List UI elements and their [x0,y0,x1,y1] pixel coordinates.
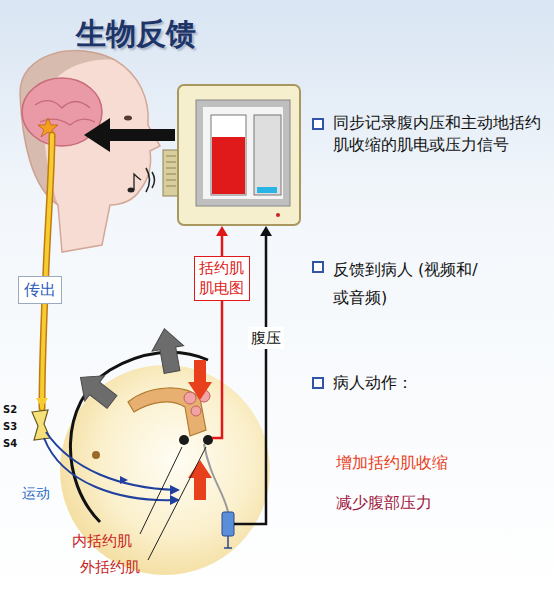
part-label: 外括约肌 [80,557,140,577]
slide-title: 生物反馈 [76,14,196,55]
motor-arrowhead [120,476,128,484]
gray-arrow [149,326,188,375]
brain-folds [35,101,95,125]
balloon-tip [224,536,232,548]
abdominal-wall [70,352,208,522]
emg-arrowhead [216,226,228,236]
red-arrow-shape [188,360,212,400]
signal-label: 腹压 [248,327,284,349]
motor-path [44,438,176,500]
sphincter-ring [179,435,189,445]
bullet [313,119,323,129]
sound-icon [128,168,155,193]
note-stem [134,174,141,190]
gray-arrow-shape [71,365,122,415]
speaker [163,150,179,196]
red-arrow [188,360,212,400]
motor-arrowhead [170,485,180,495]
monitor [163,85,300,225]
pressure-bar [257,187,277,193]
signal-label: 括约肌 肌电图 [194,256,251,301]
pressure-bar-frame [254,115,281,195]
eye [124,116,132,121]
motor-path [46,432,176,490]
sphincter-muscle [191,406,201,416]
nerve-root: S3 [3,420,17,434]
bullet-text: 反馈到病人 (视频和/或音频) [333,256,508,312]
emg-bar [212,137,245,194]
spinal-arrowhead [36,398,48,408]
leader-line [148,447,206,560]
speaker-grille [166,156,176,186]
leader-line [140,447,182,534]
emg-bar-frame [211,115,246,195]
pathway-label: 传出 [18,276,62,304]
action-text: 增加括约肌收缩 [336,452,448,474]
sphincter-muscle [184,392,196,404]
bullet-text: 同步记录腹内压和主动地括约肌收缩的肌电或压力信号 [333,112,549,155]
sphincter-ring [203,435,213,445]
catheter [204,444,228,512]
bullet [313,378,323,388]
rectum [128,388,206,436]
power-light [276,213,280,217]
feedback-arrow [84,118,175,152]
red-arrow-shape [188,460,212,500]
sound-waves [146,168,155,192]
screen [203,107,283,199]
gray-arrow [71,365,122,415]
gray-arrow-shape [149,326,188,375]
bullet [313,262,323,272]
ganglion [92,451,100,459]
bullet-text: 病人动作： [333,372,413,394]
action-text: 减少腹部压力 [336,492,432,514]
screen-bezel [196,100,290,206]
face-profile [20,51,160,252]
head-figure [20,51,160,252]
spinal-cord [42,135,52,408]
part-label: 内括约肌 [72,531,132,551]
pathway-label: 运动 [22,484,50,503]
nerve-root: S4 [3,437,17,451]
spinal-cord-outline [42,135,52,408]
monitor-frame [178,85,300,225]
pressure-arrowhead [260,226,272,236]
red-arrow [188,460,212,500]
pressure-balloon [222,512,234,536]
nerve-root: S2 [3,403,17,417]
